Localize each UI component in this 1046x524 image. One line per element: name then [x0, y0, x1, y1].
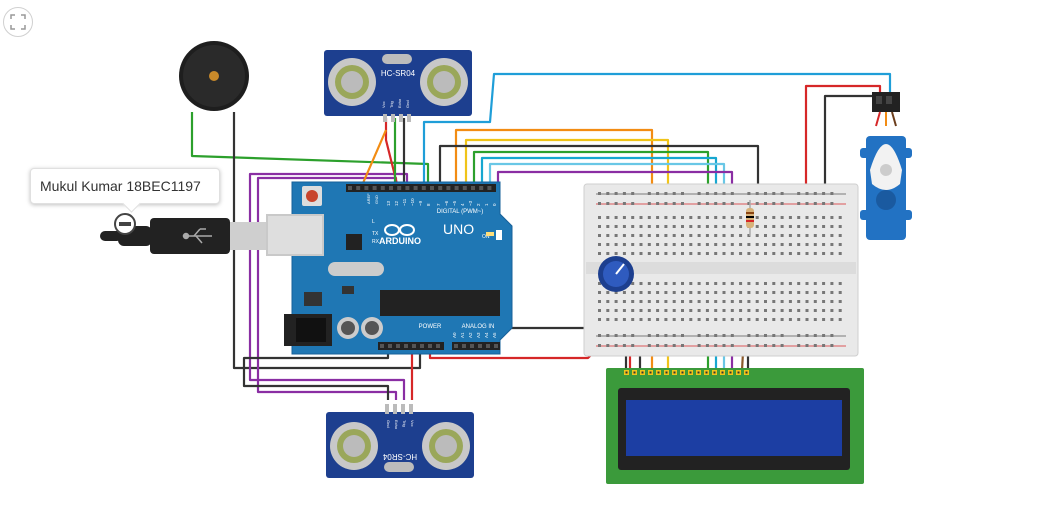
svg-text:A0: A0 — [452, 332, 457, 338]
tx-label: TX — [372, 231, 379, 237]
l-label: L — [372, 219, 375, 225]
digital-pin-labels: 13 12 ~11 ~10 ~9 8 7 ~6 ~5 4 ~3 2 1 0 — [386, 198, 497, 206]
svg-text:A2: A2 — [468, 332, 473, 338]
on-label: ON — [482, 234, 490, 240]
wire-servo-signal[interactable] — [422, 72, 892, 188]
digital-label: DIGITAL (PWM~) — [437, 209, 484, 215]
lcd-screen — [626, 400, 842, 456]
svg-text:13: 13 — [386, 200, 391, 206]
sensor-bottom-pin-trig: Trig — [402, 420, 407, 427]
svg-text:12: 12 — [394, 200, 399, 206]
svg-text:A4: A4 — [484, 332, 489, 338]
svg-text:A1: A1 — [460, 332, 465, 338]
rx-label: RX — [372, 239, 380, 245]
arduino-brand: ARDUINO — [379, 236, 421, 246]
tooltip-text: Mukul Kumar 18BEC1197 — [40, 178, 201, 194]
header-holes — [348, 186, 498, 348]
arduino-uno[interactable]: ARDUINO UNO DIGITAL (PWM~) POWER ANALOG … — [266, 181, 513, 355]
svg-text:~6: ~6 — [444, 200, 449, 206]
svg-text:8: 8 — [426, 203, 431, 206]
sensor-top-pin-vcc: Vcc — [381, 101, 386, 108]
wire-servo-red[interactable] — [804, 84, 882, 200]
svg-text:~10: ~10 — [410, 198, 415, 206]
resistor[interactable] — [746, 200, 754, 236]
lcd-16x2[interactable] — [606, 368, 864, 484]
power-label: POWER — [419, 324, 442, 330]
svg-text:~9: ~9 — [418, 200, 423, 206]
svg-text:2: 2 — [476, 203, 481, 206]
disconnect-badge[interactable] — [114, 213, 136, 235]
wire-black-bottom[interactable] — [242, 340, 390, 400]
svg-text:~3: ~3 — [468, 200, 473, 206]
digital-header[interactable] — [346, 184, 496, 192]
usb-chip — [346, 234, 362, 250]
svg-text:1: 1 — [484, 203, 489, 206]
wire-buzzer-green[interactable] — [190, 112, 430, 188]
analog-header[interactable] — [452, 342, 500, 350]
analog-pin-labels: A0 A1 A2 A3 A4 A5 — [452, 332, 497, 338]
arduino-model: UNO — [443, 221, 474, 237]
gnd-label: GND — [374, 195, 379, 204]
breadboard-holes — [598, 192, 842, 347]
sensor-top-pin-trig: Trig — [389, 101, 394, 108]
analog-label: ANALOG IN — [462, 324, 495, 330]
voltage-regulator — [304, 292, 322, 306]
fit-to-view-icon — [10, 14, 26, 30]
svg-text:~5: ~5 — [452, 200, 457, 206]
breadboard[interactable] — [583, 183, 859, 357]
component-tooltip: Mukul Kumar 18BEC1197 — [30, 168, 220, 204]
potentiometer[interactable] — [598, 256, 634, 292]
svg-text:7: 7 — [436, 203, 441, 206]
wire-servo-black[interactable] — [823, 94, 872, 200]
wire-black-gnd[interactable] — [496, 326, 599, 341]
fit-to-view-button[interactable] — [3, 7, 33, 37]
svg-text:A5: A5 — [492, 332, 497, 338]
svg-text:4: 4 — [460, 203, 465, 206]
wire-purple-1[interactable] — [248, 172, 409, 400]
lcd-pin-header — [624, 370, 749, 375]
ultrasonic-sensor-top[interactable]: HC-SR04 Vcc Trig Echo Gnd — [324, 50, 472, 122]
sensor-bottom-pin-vcc: Vcc — [410, 420, 415, 427]
sensor-bottom-pin-echo: Echo — [394, 420, 399, 430]
sensor-bottom-label: HC-SR04 — [382, 452, 417, 461]
arduino-logo-icon — [384, 224, 415, 236]
sensor-bottom-pin-gnd: Gnd — [386, 420, 391, 428]
sensor-top-label: HC-SR04 — [381, 69, 416, 78]
sensor-top-pin-echo: Echo — [397, 98, 402, 108]
ultrasonic-sensor-bottom[interactable]: HC-SR04 Gnd Echo Trig Vcc — [326, 404, 474, 478]
atmega-chip — [380, 290, 500, 316]
svg-text:A3: A3 — [476, 332, 481, 338]
servo-motor[interactable] — [860, 92, 912, 240]
svg-text:~11: ~11 — [402, 198, 407, 206]
power-header[interactable] — [378, 342, 444, 350]
piezo-buzzer[interactable] — [179, 41, 249, 111]
svg-text:0: 0 — [492, 203, 497, 206]
aref-label: AREF — [366, 193, 371, 204]
wire-black-bb[interactable] — [438, 144, 760, 200]
sensor-top-pin-gnd: Gnd — [405, 100, 410, 108]
crystal — [328, 262, 384, 276]
usb-icon — [182, 228, 212, 244]
